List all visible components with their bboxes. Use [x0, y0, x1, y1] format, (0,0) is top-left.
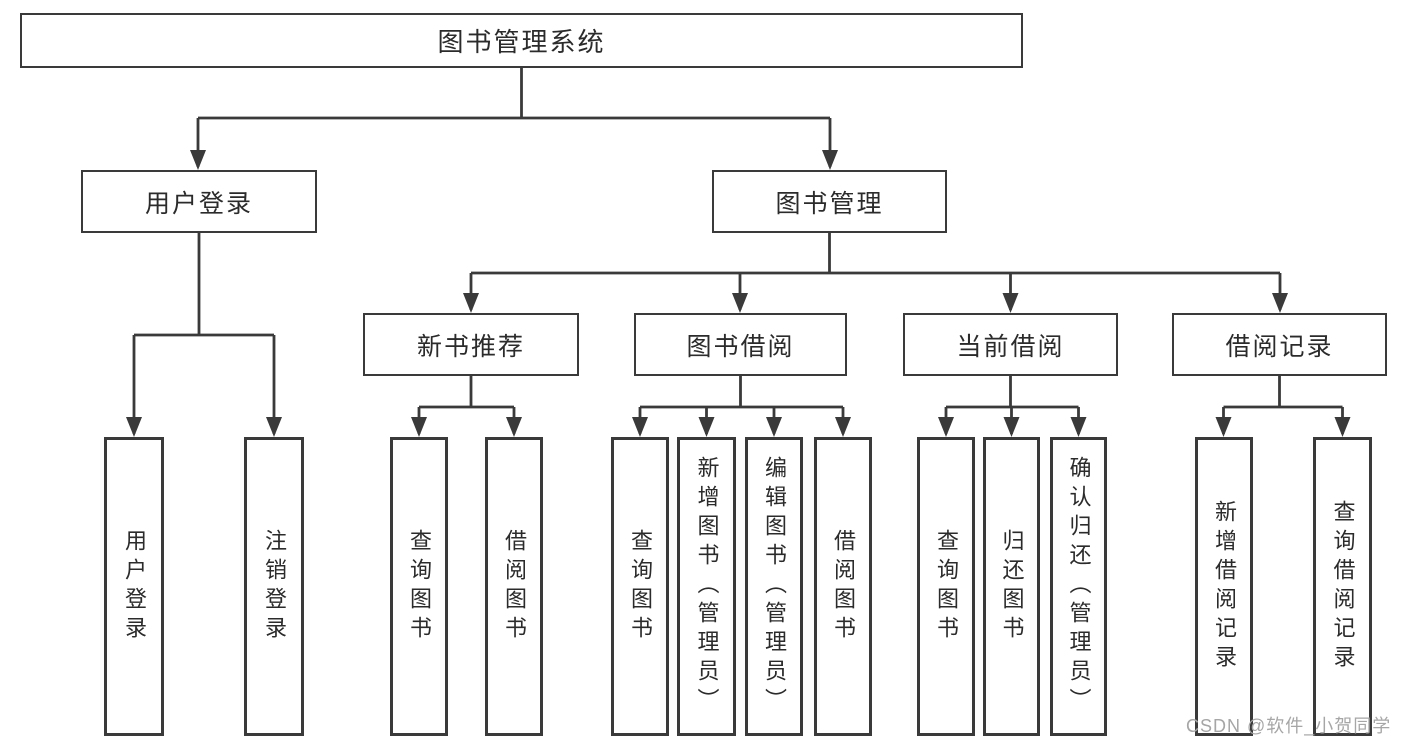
leaf-query-borrow-record: 查询借阅记录 — [1313, 437, 1372, 736]
leaf-user-login: 用户登录 — [104, 437, 164, 736]
leaf-label: 注销登录 — [262, 528, 287, 645]
node-borrow-records: 借阅记录 — [1172, 313, 1387, 376]
node-label: 用户登录 — [144, 189, 253, 218]
leaf-label: 查询借阅记录 — [1330, 499, 1356, 674]
node-current-borrow: 当前借阅 — [903, 313, 1118, 376]
leaf-return-books: 归还图书 — [983, 437, 1040, 736]
node-label: 当前借阅 — [956, 332, 1065, 361]
node-label: 新书推荐 — [416, 332, 525, 361]
arrowheads — [126, 150, 1351, 437]
node-book-borrow: 图书借阅 — [634, 313, 847, 376]
node-book-management: 图书管理 — [712, 170, 947, 233]
leaf-add-books-admin: 新增图书（管理员） — [677, 437, 736, 736]
leaf-label: 新增图书（管理员） — [694, 456, 720, 717]
leaf-query-books-current: 查询图书 — [917, 437, 975, 736]
leaf-borrow-books: 借阅图书 — [814, 437, 872, 736]
leaf-label: 借阅图书 — [502, 528, 527, 645]
leaf-label: 新增借阅记录 — [1212, 499, 1237, 674]
node-label: 借阅记录 — [1225, 332, 1334, 361]
leaf-label: 编辑图书（管理员） — [762, 456, 787, 717]
leaf-label: 归还图书 — [999, 528, 1025, 645]
node-label: 图书管理系统 — [437, 27, 606, 57]
leaf-edit-books-admin: 编辑图书（管理员） — [745, 437, 803, 736]
leaf-query-books-borrow: 查询图书 — [611, 437, 669, 736]
node-new-book-recommend: 新书推荐 — [363, 313, 579, 376]
csdn-watermark: CSDN @软件_小贺同学 — [1186, 716, 1392, 736]
leaf-confirm-return-admin: 确认归还（管理员） — [1050, 437, 1107, 736]
leaf-label: 确认归还（管理员） — [1066, 456, 1092, 717]
leaf-label: 查询图书 — [934, 528, 959, 645]
node-label: 图书管理 — [775, 189, 884, 218]
node-user-login: 用户登录 — [81, 170, 317, 233]
leaf-query-books-recommend: 查询图书 — [390, 437, 448, 736]
leaf-borrow-books-recommend: 借阅图书 — [485, 437, 543, 736]
node-library-management-system: 图书管理系统 — [20, 13, 1023, 68]
leaf-label: 借阅图书 — [831, 528, 856, 645]
leaf-logout: 注销登录 — [244, 437, 304, 736]
leaf-label: 查询图书 — [407, 528, 432, 645]
leaf-label: 查询图书 — [628, 528, 653, 645]
node-label: 图书借阅 — [686, 332, 795, 361]
leaf-add-borrow-record: 新增借阅记录 — [1195, 437, 1253, 736]
leaf-label: 用户登录 — [122, 528, 147, 645]
